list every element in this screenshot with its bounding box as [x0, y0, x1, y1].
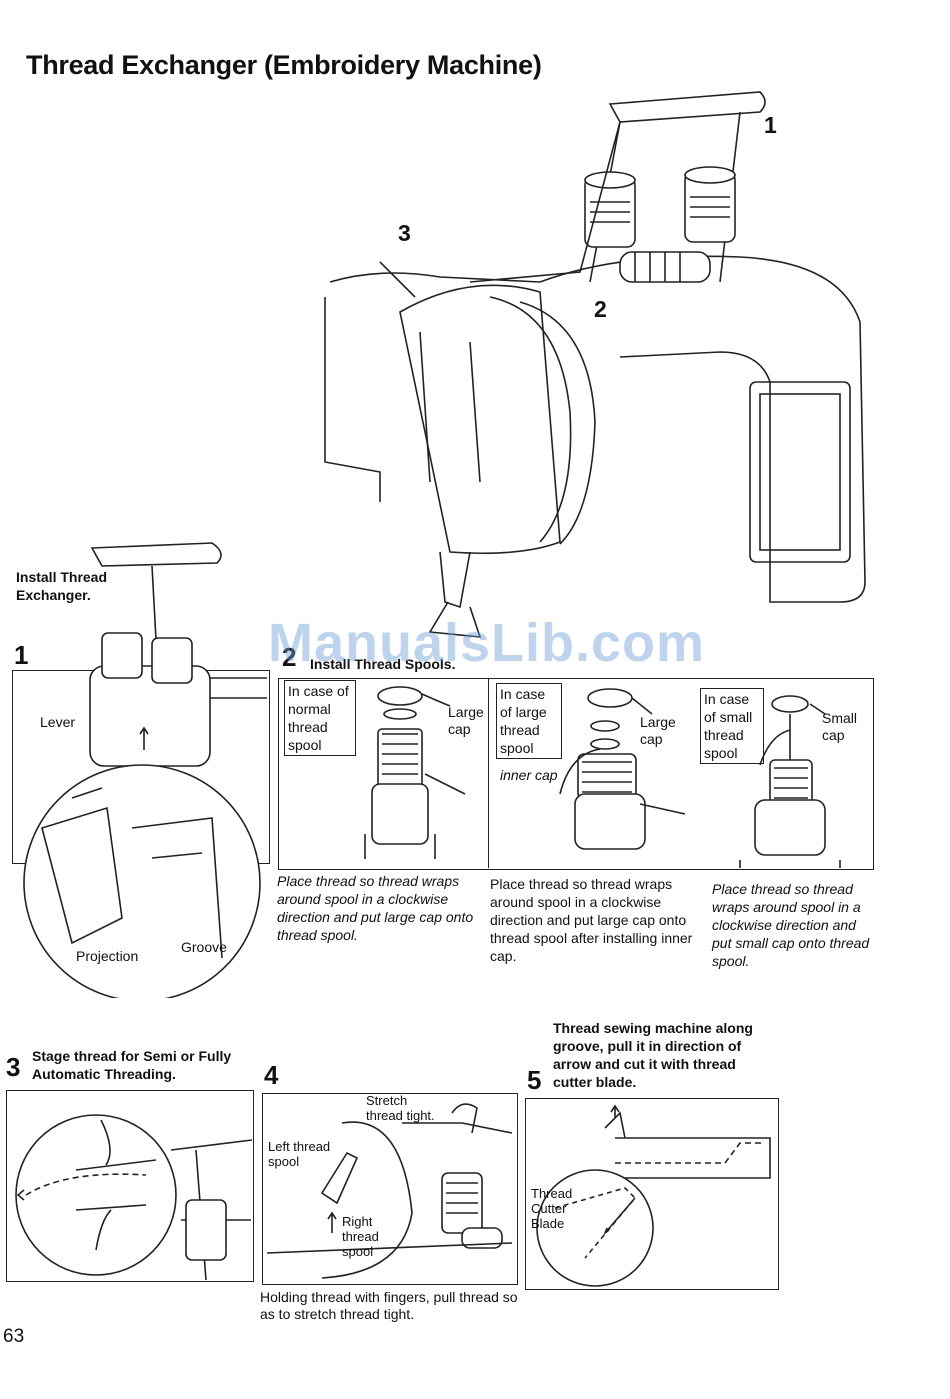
machine-illustration	[324, 91, 866, 638]
tag-large-spool: In case of large thread spool	[496, 683, 562, 759]
step4-illustration	[266, 1103, 513, 1279]
callout-1: 1	[764, 112, 777, 138]
caption-normal-spool: Place thread so thread wraps around spoo…	[277, 873, 474, 943]
page-title: Thread Exchanger (Embroidery Machine)	[26, 50, 542, 80]
label-lever: Lever	[40, 714, 76, 730]
page-number: 63	[3, 1326, 25, 1347]
label-groove: Groove	[181, 939, 227, 955]
caption-step4: Holding thread with fingers, pull thread…	[260, 1289, 518, 1322]
step1-number: 1	[14, 640, 29, 670]
large-spool-illustration	[559, 688, 686, 850]
step1-illustration	[23, 542, 267, 998]
label-right-spool: Right thread spool	[342, 1214, 379, 1259]
tag-normal-spool: In case of normal thread spool	[284, 680, 356, 756]
step5-heading: Thread sewing machine along groove, pull…	[553, 1020, 753, 1090]
step2-number: 2	[282, 642, 297, 672]
label-small-cap: Small cap	[822, 710, 858, 743]
step3-number: 3	[6, 1052, 21, 1082]
label-large-cap-1: Large cap	[448, 704, 484, 737]
label-inner-cap: inner cap	[500, 767, 558, 783]
callout-3: 3	[398, 220, 411, 246]
watermark: ManualsLib.com	[268, 613, 706, 673]
label-large-cap-2: Large cap	[640, 714, 676, 747]
caption-small-spool: Place thread so thread wraps around spoo…	[712, 881, 870, 969]
label-left-spool: Left thread spool	[268, 1139, 331, 1169]
tag-small-spool: In case of small thread spool	[700, 688, 764, 764]
normal-spool-illustration	[364, 686, 466, 859]
step5-illustration	[536, 1104, 771, 1287]
step2-heading: Install Thread Spools.	[310, 656, 456, 672]
step4-number: 4	[264, 1060, 279, 1090]
caption-large-spool: Place thread so thread wraps around spoo…	[490, 876, 693, 964]
step3-heading: Stage thread for Semi or Fully Automatic…	[32, 1048, 232, 1082]
step5-number: 5	[527, 1065, 542, 1095]
label-projection: Projection	[76, 948, 139, 964]
callout-2: 2	[594, 296, 607, 322]
step3-illustration	[15, 1114, 252, 1280]
small-spool-illustration	[739, 695, 841, 868]
step2-divider	[488, 678, 489, 868]
label-cutter-blade: Thread Cutter Blade	[531, 1186, 573, 1231]
label-stretch: Stretch thread tight.	[366, 1093, 435, 1123]
step1-heading: Install Thread Exchanger.	[16, 569, 108, 603]
